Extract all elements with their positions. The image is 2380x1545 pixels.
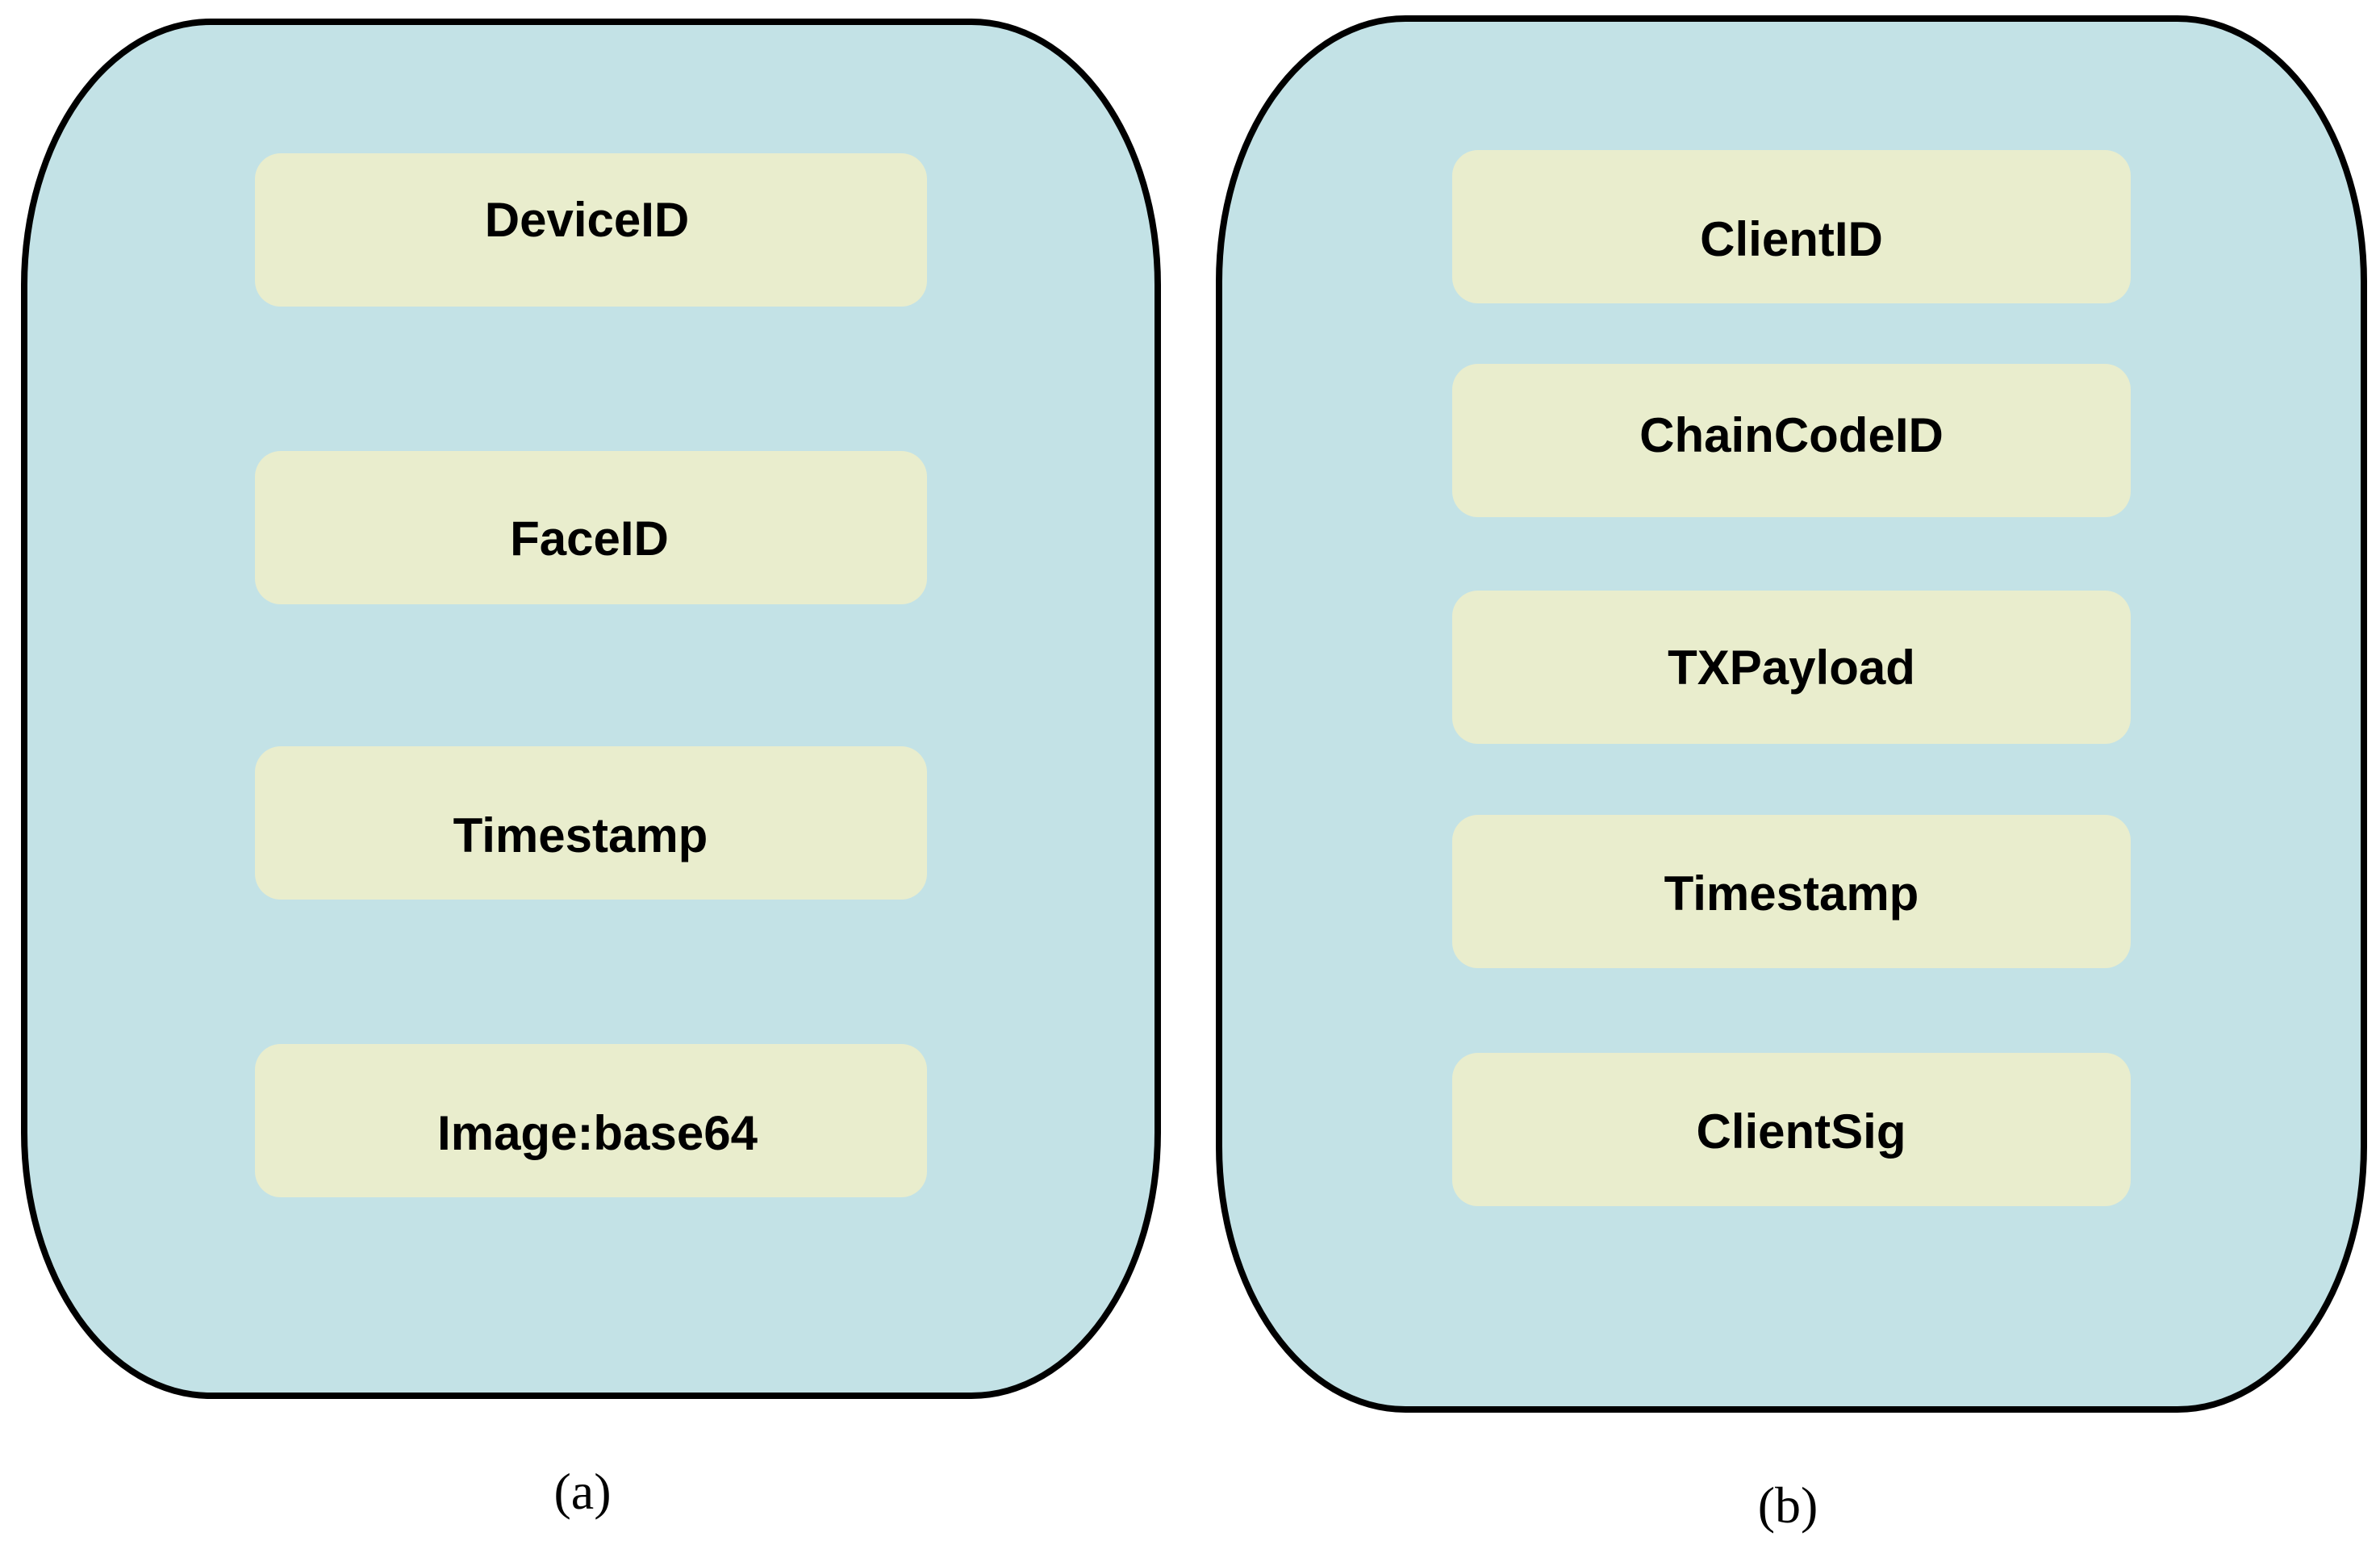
field-label: Image:base64 xyxy=(437,1106,758,1160)
field-client-sig: ClientSig xyxy=(1452,1053,2131,1206)
field-device-id: DeviceID xyxy=(255,153,927,307)
field-client-id: ClientID xyxy=(1452,150,2131,303)
field-timestamp: Timestamp xyxy=(255,746,927,900)
caption-b: (b) xyxy=(1757,1476,1818,1534)
field-chaincode-id: ChainCodeID xyxy=(1452,364,2131,517)
field-label: ChainCodeID xyxy=(1639,408,1944,462)
field-label: FaceID xyxy=(510,512,669,566)
field-label: ClientID xyxy=(1700,212,1883,266)
caption-a: (a) xyxy=(553,1463,612,1520)
field-image-base64: Image:base64 xyxy=(255,1044,927,1197)
field-timestamp: Timestamp xyxy=(1452,815,2131,968)
field-label: Timestamp xyxy=(1664,866,1919,921)
field-tx-payload: TXPayload xyxy=(1452,591,2131,744)
field-label: ClientSig xyxy=(1696,1104,1906,1159)
field-label: TXPayload xyxy=(1668,641,1915,695)
field-label: Timestamp xyxy=(453,808,708,862)
field-face-id: FaceID xyxy=(255,451,927,604)
field-label: DeviceID xyxy=(484,193,690,247)
